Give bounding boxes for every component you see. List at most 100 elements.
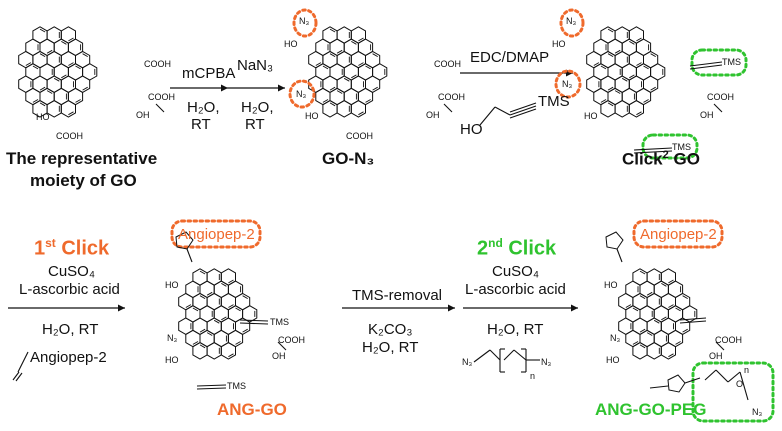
go-cooh-3: COOH bbox=[56, 131, 83, 141]
peg-o: O bbox=[736, 379, 744, 389]
double-bond bbox=[61, 74, 67, 79]
double-bond bbox=[53, 77, 60, 82]
go-oh-1: OH bbox=[136, 110, 150, 120]
double-bond bbox=[614, 90, 621, 94]
ring bbox=[60, 100, 76, 118]
double-bond bbox=[221, 316, 227, 321]
double-bond bbox=[315, 62, 322, 66]
cond-h2o-1: H₂O, bbox=[187, 99, 220, 116]
peg-n3-left: N₃ bbox=[462, 357, 473, 367]
title-go-1: The representative bbox=[6, 149, 158, 168]
double-bond bbox=[358, 111, 364, 116]
arrow-edc-head bbox=[566, 69, 573, 77]
double-bond bbox=[82, 86, 88, 91]
peg-n3-right: N₃ bbox=[541, 357, 552, 367]
double-bond bbox=[322, 65, 329, 70]
go-lattice bbox=[18, 26, 98, 118]
title-go-2: moiety of GO bbox=[30, 171, 137, 190]
double-bond bbox=[242, 328, 248, 333]
c2-cooh: COOH bbox=[707, 92, 734, 102]
reagent-mcpba: mCPBA bbox=[182, 65, 236, 82]
click2-ascorbic: L-ascorbic acid bbox=[465, 281, 566, 298]
triazole-ring-2 bbox=[605, 231, 624, 250]
peg-n: n bbox=[744, 365, 750, 375]
double-bond bbox=[636, 111, 642, 116]
ester-alkyne bbox=[689, 64, 723, 70]
double-bond bbox=[75, 65, 81, 70]
double-bond bbox=[336, 90, 343, 94]
double-bond bbox=[607, 53, 614, 57]
double-bond bbox=[82, 53, 88, 57]
double-bond bbox=[358, 37, 364, 42]
double-bond bbox=[600, 99, 607, 103]
click1-ascorbic: L-ascorbic acid bbox=[19, 281, 120, 298]
substituent-bond bbox=[277, 341, 287, 351]
angiopep-box-2 bbox=[632, 219, 724, 249]
peg-n3-end: N₃ bbox=[752, 407, 763, 417]
ang-cooh: COOH bbox=[278, 335, 305, 345]
cond-rt-1: RT bbox=[191, 116, 211, 133]
anggopeg-lattice bbox=[618, 268, 698, 360]
double-bond bbox=[682, 295, 688, 299]
double-bond bbox=[68, 62, 74, 66]
double-bond bbox=[372, 53, 378, 57]
ester-alkyne bbox=[239, 319, 269, 322]
tms-highlight-2 bbox=[641, 133, 699, 160]
triazole-ring-3 bbox=[667, 374, 686, 393]
click1-reagent: Angiopep-2 bbox=[30, 349, 107, 366]
double-bond bbox=[329, 86, 336, 91]
double-bond bbox=[607, 86, 614, 91]
double-bond bbox=[329, 53, 336, 57]
double-bond bbox=[235, 307, 241, 312]
double-bond bbox=[675, 307, 681, 312]
peg-chain bbox=[473, 349, 491, 363]
peg-chain-end bbox=[739, 371, 749, 401]
double-bond bbox=[322, 99, 329, 103]
double-bond bbox=[639, 270, 646, 275]
reagent-tms: TMS bbox=[538, 93, 570, 110]
ang-n3: N₃ bbox=[167, 333, 178, 343]
peg-chain bbox=[489, 349, 501, 361]
double-bond bbox=[39, 102, 46, 107]
peg-chain-end bbox=[704, 369, 717, 381]
peg-ho-top: HO bbox=[604, 280, 618, 290]
double-bond bbox=[199, 295, 206, 299]
arrow-click1-head bbox=[118, 304, 125, 312]
ang-ho: HO bbox=[165, 355, 179, 365]
ring bbox=[628, 100, 644, 118]
double-bond bbox=[192, 307, 199, 312]
double-bond bbox=[242, 295, 248, 299]
double-bond bbox=[661, 316, 667, 321]
click1-cuso4: CuSO₄ bbox=[48, 263, 95, 280]
arrow-click2-head bbox=[571, 304, 578, 312]
double-bond bbox=[365, 99, 371, 103]
ang-tms-1: TMS bbox=[270, 317, 289, 327]
alkyne-triple bbox=[15, 372, 23, 382]
double-bond bbox=[68, 111, 74, 116]
peg-chain-end bbox=[727, 371, 741, 383]
double-bond bbox=[643, 99, 649, 103]
double-bond bbox=[600, 65, 607, 70]
reagent-triple bbox=[509, 108, 537, 119]
double-bond bbox=[206, 291, 213, 296]
substituent-bond bbox=[155, 103, 165, 113]
peg-chain bbox=[513, 349, 527, 361]
double-bond bbox=[639, 328, 646, 333]
reagent-edc-dmap: EDC/DMAP bbox=[470, 49, 550, 66]
double-bond bbox=[61, 41, 67, 45]
cond-rt-2: RT bbox=[245, 116, 265, 133]
click1-cond: H₂O, RT bbox=[42, 321, 99, 338]
double-bond bbox=[632, 341, 639, 345]
gon3-oh: OH bbox=[426, 110, 440, 120]
reagent-triple bbox=[509, 102, 537, 113]
reagent-triple bbox=[509, 105, 537, 116]
double-bond bbox=[358, 62, 364, 66]
tms-removal: TMS-removal bbox=[352, 287, 443, 304]
gon3-cooh-3: COOH bbox=[346, 131, 373, 141]
gon3-n3-top: N₃ bbox=[299, 16, 310, 26]
arrow-nan3-head bbox=[278, 84, 285, 92]
alkyne-chain bbox=[17, 351, 29, 373]
double-bond bbox=[199, 344, 206, 349]
double-bond bbox=[39, 28, 46, 33]
